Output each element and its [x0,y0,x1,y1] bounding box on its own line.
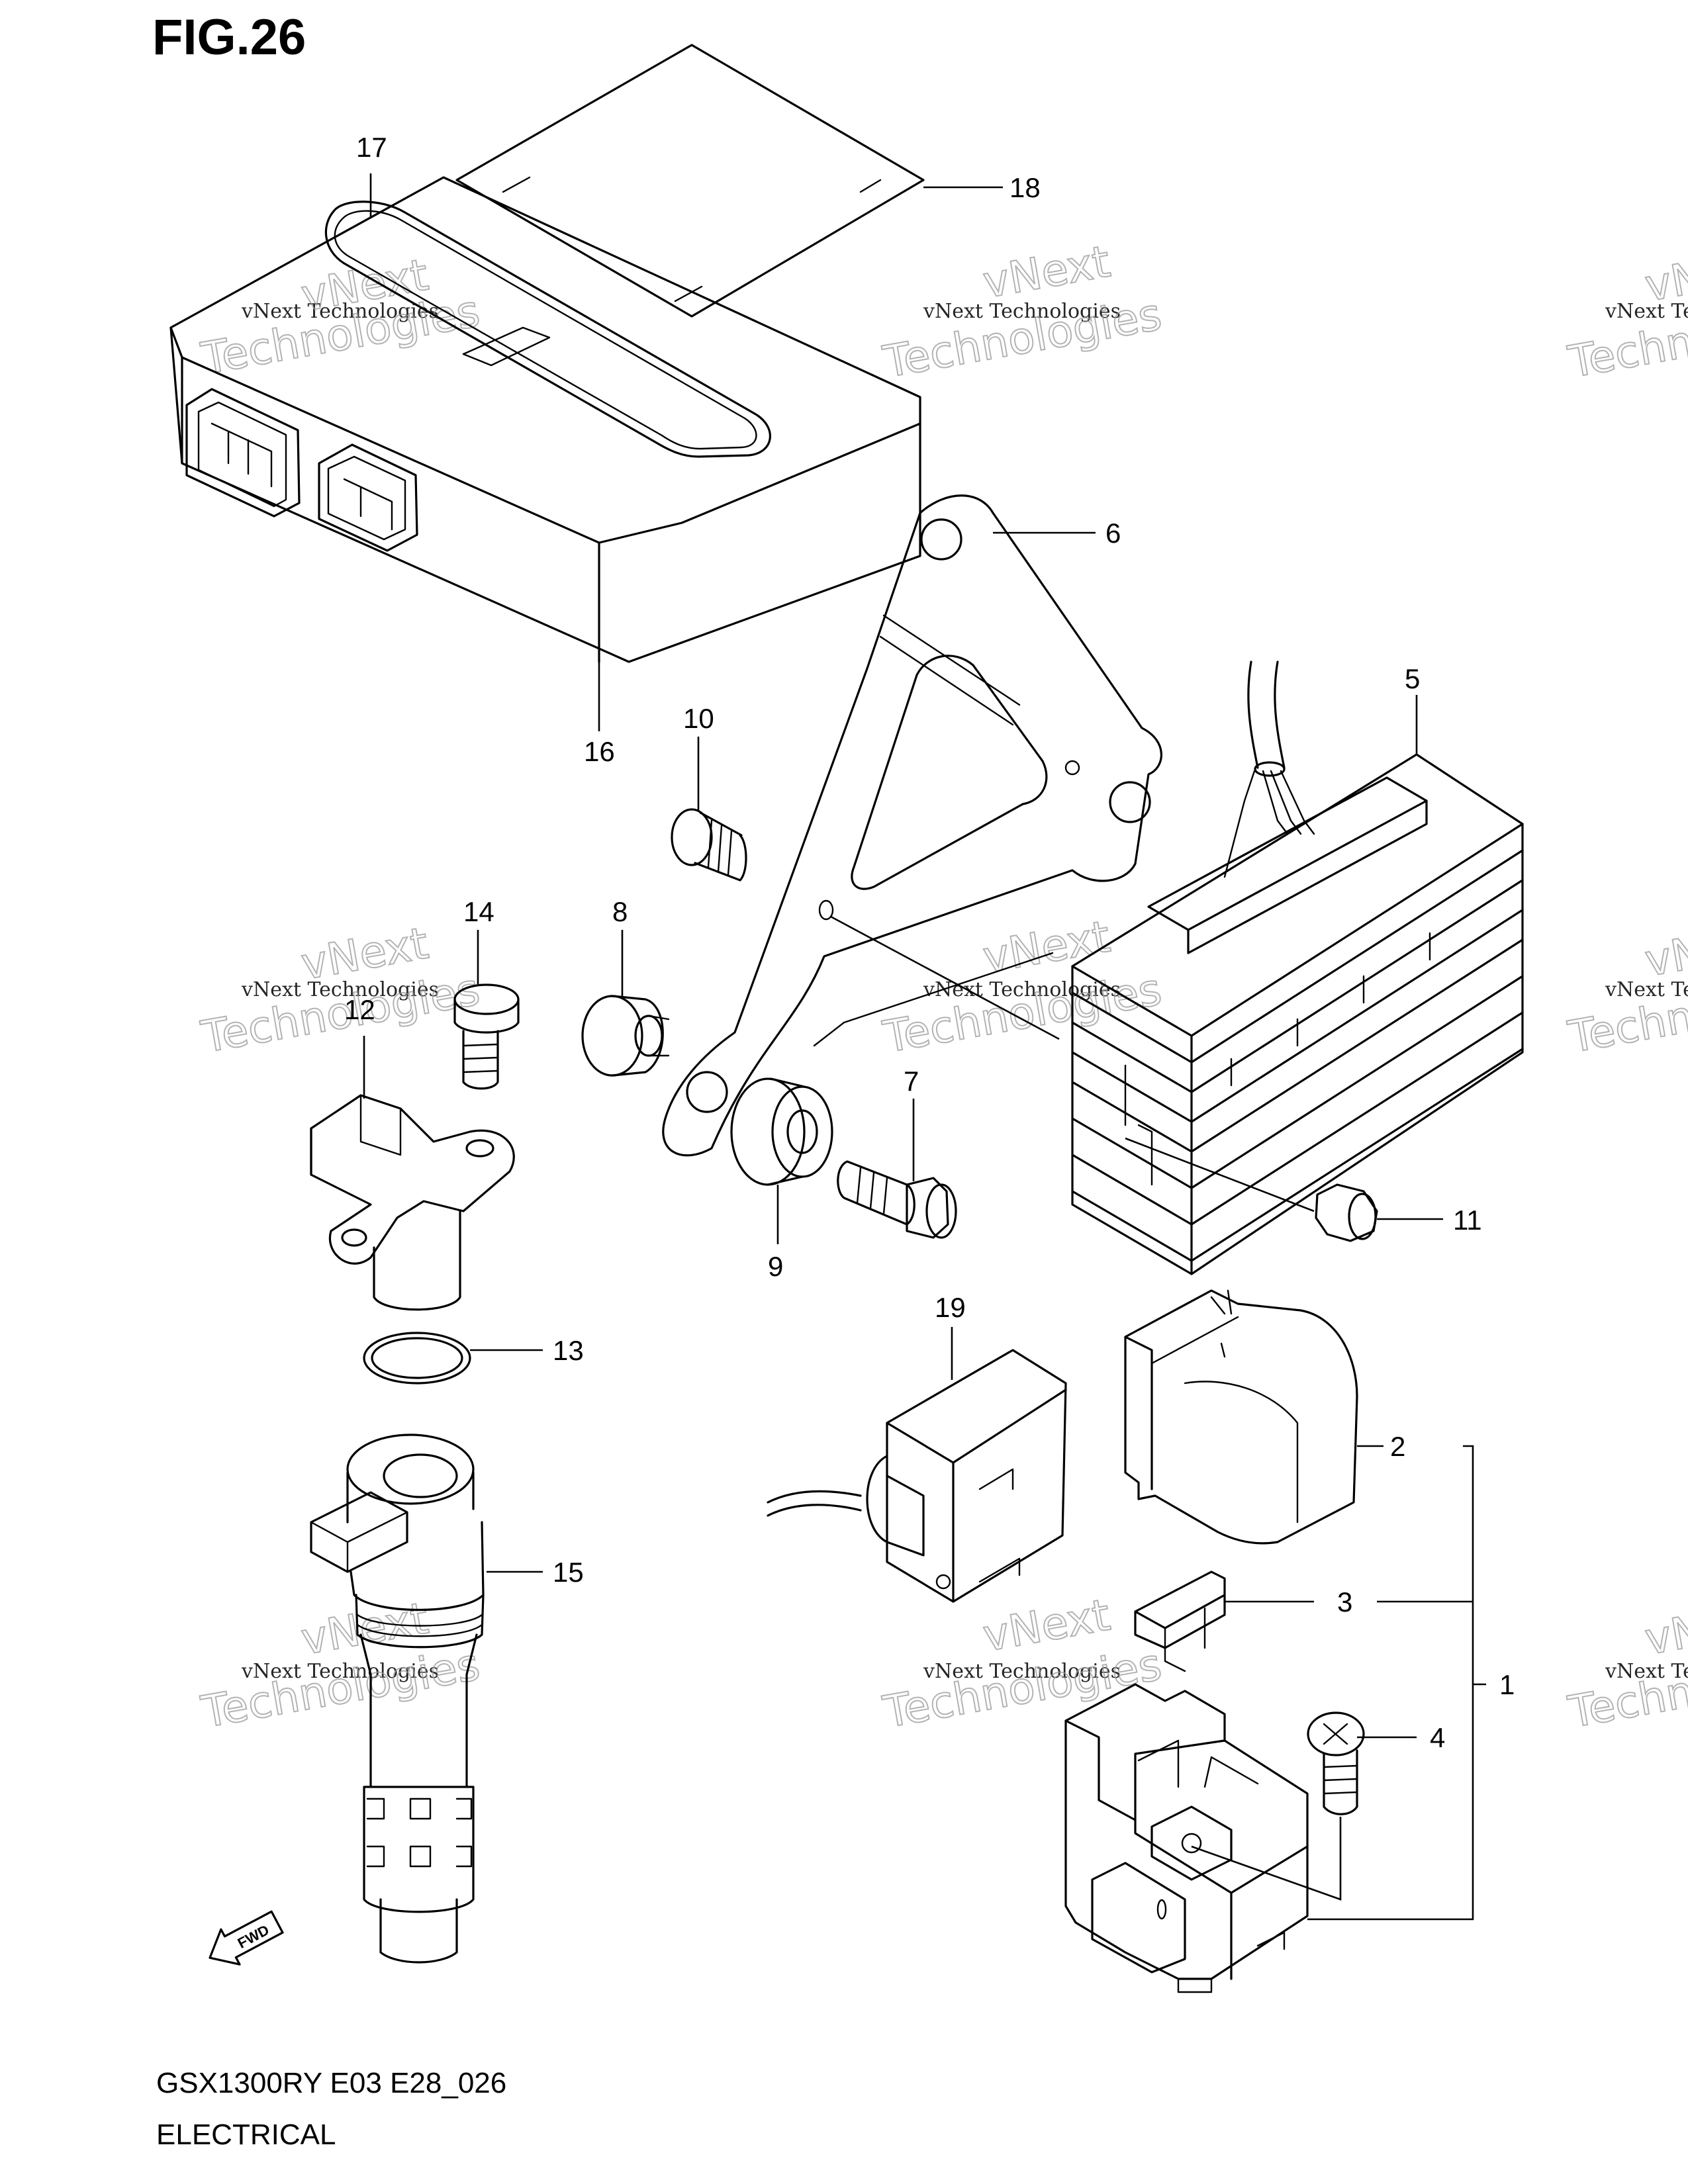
callout-2: 2 [1390,1431,1405,1462]
watermark: vNext Technologies vNext Technologies [878,235,1166,388]
callout-6: 6 [1105,518,1121,549]
callout-10: 10 [683,703,714,734]
watermark-group: vNext Technologies vNext Technologies vN… [197,235,1688,1738]
svg-text:vNext Technologies: vNext Technologies [923,300,1121,323]
watermark: vNext Technologies vNext Technologies [197,1592,484,1738]
part-11-nut[interactable] [1315,1183,1378,1242]
watermark: vNext Technologies vNext Technologies [197,917,484,1063]
leader-lines [363,173,1486,1921]
part-12-sensor[interactable] [310,1094,515,1311]
part-5-regulator[interactable] [1071,660,1524,1275]
part-2-cover[interactable] [1124,1289,1358,1545]
svg-text:vNext Technologies: vNext Technologies [241,300,439,323]
callout-8: 8 [612,896,628,927]
svg-text:vNext Technologies: vNext Technologies [923,978,1121,1001]
part-19-module[interactable] [767,1349,1067,1603]
part-15-ignition-coil[interactable] [310,1433,485,1964]
part-13-oring[interactable] [363,1332,471,1385]
callout-14: 14 [463,896,494,927]
watermark: vNext Technologies vNext Technologies [878,1588,1166,1738]
part-4-screw[interactable] [1307,1711,1365,1815]
model-code: GSX1300RY E03 E28_026 [156,2067,506,2099]
svg-text:vNext: vNext [979,911,1113,983]
watermark: vNext Technologies vNext Technologies [878,910,1166,1063]
svg-text:vNext Technologies: vNext Technologies [241,1660,439,1683]
section-name: ELECTRICAL [156,2118,336,2151]
callout-labels: 1 2 3 4 5 6 7 8 9 10 11 12 13 14 15 16 1… [344,132,1515,1753]
part-14-screw[interactable] [453,983,520,1090]
callout-17: 17 [356,132,387,163]
part-18-sheet[interactable] [455,44,925,318]
svg-text:vNext Technologies: vNext Technologies [1605,300,1688,323]
svg-text:vNext: vNext [1641,914,1688,986]
svg-text:vNext: vNext [979,236,1113,308]
figure-title: FIG.26 [152,9,306,66]
part-8-grommet[interactable] [581,995,670,1077]
watermark: vNext Technologies vNext Technologies [1564,913,1688,1063]
callout-4: 4 [1430,1722,1445,1753]
callout-12: 12 [344,994,375,1025]
part-9-grommet[interactable] [730,1077,833,1186]
callout-3: 3 [1337,1586,1352,1617]
part-3-fuse[interactable] [1134,1570,1226,1672]
callout-13: 13 [553,1335,584,1366]
callout-7: 7 [904,1066,919,1097]
part-1-starter-relay[interactable] [1064,1683,1309,1993]
callout-19: 19 [935,1292,966,1323]
part-17-loop[interactable] [324,201,771,458]
callout-15: 15 [553,1557,584,1588]
svg-text:vNext Technologies: vNext Technologies [1605,1660,1688,1683]
part-10-screw[interactable] [671,808,747,882]
part-6-bracket[interactable] [662,494,1162,1157]
callout-9: 9 [768,1251,783,1282]
part-7-bolt[interactable] [837,1160,957,1239]
watermark: vNext Technologies vNext Technologies [1564,1592,1688,1738]
callout-1: 1 [1499,1669,1515,1700]
fwd-arrow: FWD [209,1910,284,1966]
svg-text:vNext: vNext [1641,239,1688,311]
part-16-ecm[interactable] [169,176,921,663]
svg-text:vNext Technologies: vNext Technologies [241,978,439,1001]
watermark: vNext Technologies vNext Technologies [197,248,484,385]
callout-18: 18 [1009,172,1041,203]
watermark: vNext Technologies vNext Technologies [1564,238,1688,388]
callout-11: 11 [1453,1205,1482,1236]
svg-text:vNext Technologies: vNext Technologies [923,1660,1121,1683]
svg-text:vNext: vNext [1641,1592,1688,1664]
callout-5: 5 [1405,663,1420,694]
svg-text:vNext Technologies: vNext Technologies [1605,978,1688,1001]
callout-16: 16 [584,736,615,767]
